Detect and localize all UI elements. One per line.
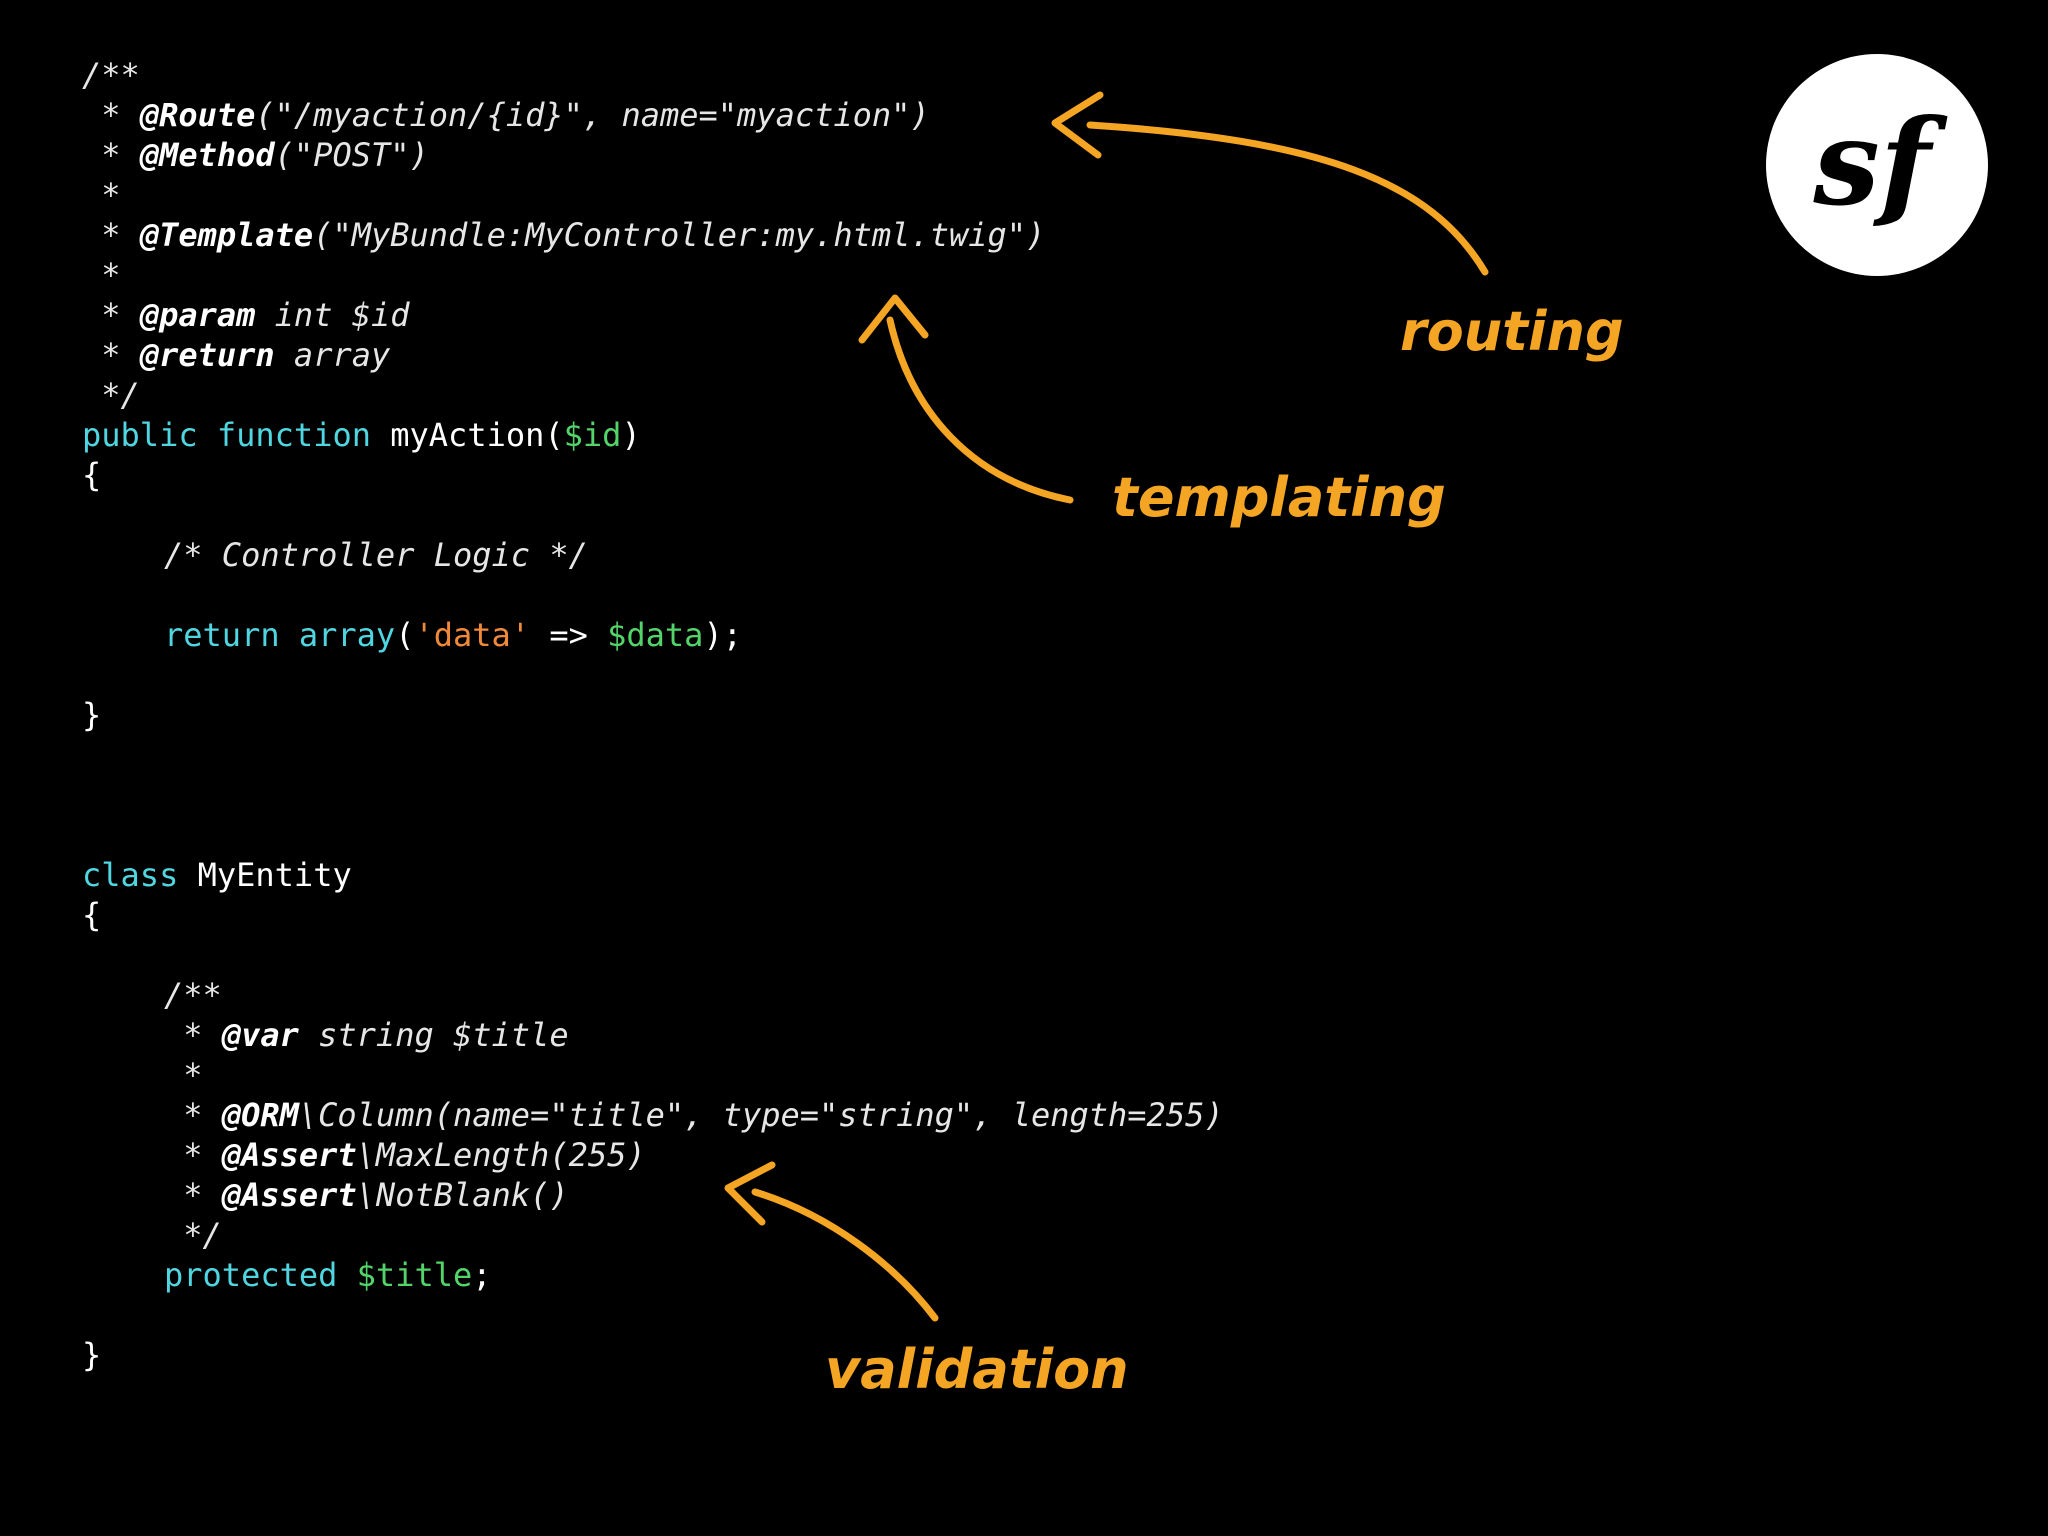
class-name: MyEntity (178, 856, 352, 894)
comment-prefix: * (82, 336, 140, 374)
comment-prefix: * (82, 136, 140, 174)
return-variable: $data (607, 616, 704, 654)
comment-prefix: * (164, 1136, 222, 1174)
function-signature: public function myAction($id) (82, 415, 641, 455)
class-declaration: class MyEntity (82, 855, 352, 895)
comment-blank-line: * (82, 176, 121, 214)
comment-prefix: * (82, 296, 140, 334)
param-annotation-line: * @param int $id (82, 295, 410, 335)
maxlength-annotation-line: * @Assert\MaxLength(255) (164, 1135, 646, 1175)
keyword-class: class (82, 856, 179, 894)
function-arg: $id (563, 416, 622, 454)
validation-arrow-icon (751, 1188, 939, 1322)
property-declaration: protected $title; (164, 1255, 492, 1295)
function-paren-close: ) (621, 416, 641, 454)
arrow-operator: => (530, 616, 608, 654)
return-tag: @return (139, 336, 275, 374)
property-variable: $title (356, 1256, 473, 1294)
param-tag: @param (139, 296, 256, 334)
routing-label: routing (1400, 300, 1624, 363)
return-annotation-line: * @return array (82, 335, 390, 375)
comment-blank-line: * (164, 1056, 203, 1094)
symfony-logo-icon: sf (1766, 54, 1988, 276)
comment-prefix: * (164, 1096, 222, 1134)
notblank-annotation-line: * @Assert\NotBlank() (164, 1175, 569, 1215)
comment-blank-line: * (82, 256, 121, 294)
brace-close: } (82, 1336, 102, 1374)
return-statement: return array('data' => $data); (164, 615, 742, 655)
comment-prefix: * (82, 216, 140, 254)
method-args: ("POST") (274, 136, 429, 174)
template-tag: @Template (139, 216, 314, 254)
logic-comment: /* Controller Logic */ (164, 536, 588, 574)
route-tag: @Route (139, 96, 256, 134)
templating-arrowhead-icon (858, 294, 929, 344)
keyword-array: array (298, 616, 396, 654)
templating-label: templating (1112, 466, 1446, 529)
templating-arrow-icon (886, 316, 1074, 504)
validation-arrowhead-icon (724, 1161, 776, 1226)
orm-annotation-line: * @ORM\Column(name="title", type="string… (164, 1095, 1224, 1135)
orm-rest: \Column(name="title", type="string", len… (298, 1096, 1224, 1134)
doc-comment-open: /** (82, 56, 140, 94)
keyword-function: function (216, 416, 371, 454)
doc-comment-open: /** (164, 976, 222, 1014)
comment-prefix: * (82, 96, 140, 134)
routing-arrow-icon (1086, 121, 1489, 276)
function-name: myAction( (370, 416, 564, 454)
param-rest: int $id (255, 296, 410, 334)
var-annotation-line: * @var string $title (164, 1015, 569, 1055)
notblank-rest: \NotBlank() (356, 1176, 569, 1214)
keyword-return: return (164, 616, 280, 654)
route-annotation-line: * @Route("/myaction/{id}", name="myactio… (82, 95, 930, 135)
doc-comment-close: */ (82, 376, 140, 414)
route-args: ("/myaction/{id}", name="myaction") (255, 96, 930, 134)
orm-tag: @ORM (221, 1096, 299, 1134)
comment-prefix: * (164, 1176, 222, 1214)
keyword-public: public (82, 416, 198, 454)
var-tag: @var (221, 1016, 299, 1054)
method-tag: @Method (139, 136, 275, 174)
brace-open: { (82, 896, 102, 934)
assert-tag: @Assert (221, 1136, 357, 1174)
maxlength-rest: \MaxLength(255) (356, 1136, 646, 1174)
assert-tag: @Assert (221, 1176, 357, 1214)
statement-end: ; (472, 1256, 492, 1294)
var-rest: string $title (298, 1016, 569, 1054)
logo-glyph: sf (1812, 93, 1947, 232)
validation-label: validation (825, 1338, 1129, 1401)
doc-comment-close: */ (164, 1216, 222, 1254)
keyword-protected: protected (164, 1256, 338, 1294)
brace-close: } (82, 696, 102, 734)
routing-arrowhead-icon (1051, 91, 1104, 159)
template-args: ("MyBundle:MyController:my.html.twig") (313, 216, 1046, 254)
statement-end: ); (703, 616, 742, 654)
paren-open: ( (395, 616, 415, 654)
comment-prefix: * (164, 1016, 222, 1054)
method-annotation-line: * @Method("POST") (82, 135, 429, 175)
return-rest: array (274, 336, 391, 374)
brace-open: { (82, 456, 102, 494)
template-annotation-line: * @Template("MyBundle:MyController:my.ht… (82, 215, 1045, 255)
string-key: 'data' (414, 616, 531, 654)
